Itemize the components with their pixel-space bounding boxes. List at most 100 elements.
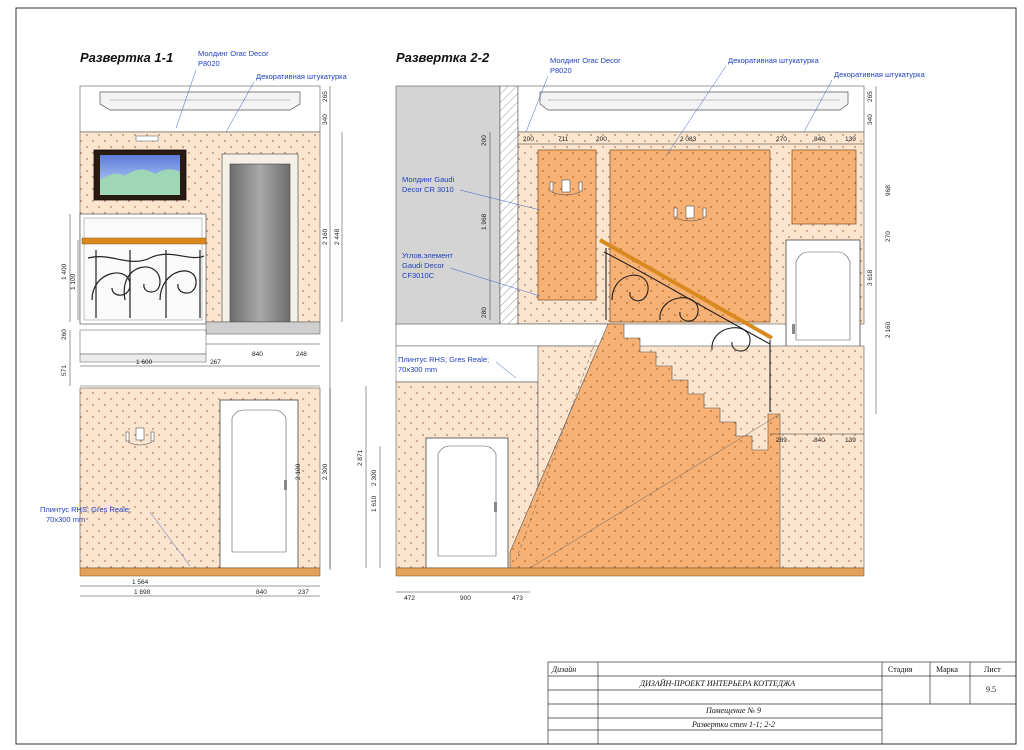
svg-text:340: 340	[322, 114, 329, 125]
svg-text:2 100: 2 100	[295, 463, 302, 480]
stair-edge-molding	[79, 353, 207, 363]
tb-mark-label: Марка	[936, 665, 958, 674]
svg-text:267: 267	[210, 359, 221, 366]
elevation-2-2-title: Развертка 2-2	[396, 50, 490, 65]
cornice-molding	[99, 91, 301, 111]
handrail-left	[81, 237, 207, 245]
tb-sheet-no: 9.5	[986, 685, 996, 694]
tb-room: Помещение № 9	[705, 706, 761, 715]
svg-text:139: 139	[845, 437, 856, 444]
door-left-handle	[284, 480, 287, 490]
svg-text:2 300: 2 300	[371, 469, 378, 486]
orange-panel-2	[609, 149, 771, 323]
svg-text:968: 968	[885, 185, 892, 196]
label-plaster-left: Декоративная штукатурка	[256, 72, 348, 81]
svg-text:265: 265	[867, 91, 874, 102]
wall-sconce-upper-2	[673, 205, 707, 222]
wall-section-hatch	[499, 85, 519, 327]
svg-text:280: 280	[481, 307, 488, 318]
svg-text:1 564: 1 564	[132, 579, 149, 586]
cornice-molding-right	[539, 91, 849, 111]
tb-project: ДИЗАЙН-ПРОЕКТ ИНТЕРЬЕРА КОТТЕДЖА	[639, 678, 795, 688]
svg-text:Молдинг Orac Decor: Молдинг Orac Decor	[550, 56, 621, 65]
svg-text:900: 900	[460, 595, 471, 602]
label-molding-l1: Молдинг Orac Decor	[198, 49, 269, 58]
svg-text:Углов.элемент: Углов.элемент	[402, 251, 453, 260]
svg-text:289: 289	[776, 437, 787, 444]
svg-text:1 600: 1 600	[136, 359, 153, 366]
wrought-iron-grille	[87, 250, 205, 318]
mirror	[229, 163, 291, 323]
svg-text:Плинтус RHS; Gres Reale;: Плинтус RHS; Gres Reale;	[398, 355, 489, 364]
svg-text:2 300: 2 300	[322, 463, 329, 480]
elevation-2-2: Развертка 2-2	[357, 50, 926, 602]
floor-right	[395, 567, 865, 577]
svg-text:2 160: 2 160	[885, 321, 892, 338]
svg-text:3 618: 3 618	[867, 269, 874, 286]
svg-text:248: 248	[296, 351, 307, 358]
svg-text:Decor CR 3010: Decor CR 3010	[402, 185, 454, 194]
svg-text:1 400: 1 400	[61, 263, 68, 280]
door-lower-handle	[494, 502, 497, 512]
svg-text:2 871: 2 871	[357, 449, 364, 466]
svg-text:CF3010C: CF3010C	[402, 271, 435, 280]
svg-text:P8020: P8020	[550, 66, 572, 75]
svg-text:1 610: 1 610	[371, 495, 378, 512]
landing-slab	[395, 323, 613, 347]
svg-text:1 968: 1 968	[481, 213, 488, 230]
door-upper-handle	[792, 324, 795, 334]
wall-sconce-upper-1	[549, 179, 583, 196]
elevation-1-1-title: Развертка 1-1	[80, 50, 173, 65]
svg-text:571: 571	[61, 365, 68, 376]
wall-sconce-left	[125, 427, 155, 446]
svg-text:Декоративная штукатурка: Декоративная штукатурка	[728, 56, 820, 65]
tb-stage-label: Стадия	[888, 665, 913, 674]
svg-text:840: 840	[256, 589, 267, 596]
svg-text:139: 139	[845, 136, 856, 143]
svg-text:Декоративная штукатурка: Декоративная штукатурка	[834, 70, 926, 79]
staircase-side	[509, 323, 781, 569]
tb-designer-label: Дизайн	[551, 665, 576, 674]
tb-sheet-title: Развертки стен 1-1; 2-2	[691, 720, 775, 729]
title-block	[547, 661, 1017, 745]
wrought-iron-stair-grille	[603, 248, 771, 412]
svg-text:270: 270	[885, 231, 892, 242]
svg-text:70x300 mm: 70x300 mm	[398, 365, 437, 374]
vent-grille	[135, 135, 159, 142]
svg-text:200: 200	[523, 136, 534, 143]
svg-text:265: 265	[322, 91, 329, 102]
svg-text:711: 711	[558, 136, 569, 143]
sheet-frame	[15, 7, 1017, 745]
svg-text:260: 260	[61, 329, 68, 340]
svg-text:1 898: 1 898	[134, 589, 151, 596]
svg-text:2 160: 2 160	[322, 228, 329, 245]
door-left-panel	[231, 409, 287, 553]
floor-slab	[205, 321, 321, 335]
dimensions-left	[69, 86, 343, 597]
floor-left	[79, 567, 321, 577]
svg-text:840: 840	[814, 437, 825, 444]
elevation-1-1: Развертка 1-1	[40, 49, 348, 597]
svg-text:200: 200	[481, 135, 488, 146]
dimensions-right	[365, 86, 877, 593]
svg-text:200: 200	[596, 136, 607, 143]
svg-text:237: 237	[298, 589, 309, 596]
tb-sheet-label: Лист	[984, 665, 1001, 674]
svg-text:472: 472	[404, 595, 415, 602]
svg-text:473: 473	[512, 595, 523, 602]
svg-text:2 083: 2 083	[680, 136, 697, 143]
adjacent-wall	[395, 85, 501, 327]
orange-panel-1	[537, 149, 597, 301]
svg-text:Молдинг Gaudi: Молдинг Gaudi	[402, 175, 455, 184]
label-plinth-l1: Плинтус RHS; Gres Reale;	[40, 505, 131, 514]
svg-text:840: 840	[814, 136, 825, 143]
orange-panel-3	[791, 149, 857, 225]
handrail-right	[599, 238, 773, 340]
svg-text:270: 270	[776, 136, 787, 143]
painting-landscape	[100, 169, 180, 195]
svg-text:Gaudi Decor: Gaudi Decor	[402, 261, 445, 270]
svg-text:340: 340	[867, 114, 874, 125]
label-plinth-l2: 70x300 mm	[46, 515, 85, 524]
label-molding-l2: P8020	[198, 59, 220, 68]
